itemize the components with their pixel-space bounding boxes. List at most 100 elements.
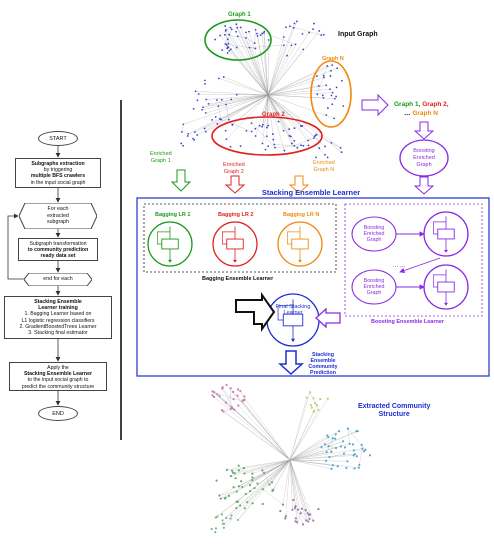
step3-title1: Stacking Ensemble	[34, 299, 82, 305]
extracted-community-label: Extracted Community Structure	[358, 403, 430, 419]
community-3-nodes	[320, 427, 372, 470]
boost-ellipse2-label: Boosting Enriched Graph	[357, 278, 391, 296]
step4-line1: Apply the	[47, 365, 69, 371]
graph-list-2: Graph 2,	[422, 101, 449, 108]
community-4-nodes	[215, 464, 275, 510]
to-prediction-arrow	[278, 350, 304, 376]
subgraph-extraction-step: Subgraphs extraction by triggering multi…	[15, 158, 101, 188]
input-graph-label: Input Graph	[338, 31, 378, 38]
stacking-ensemble-box	[136, 197, 490, 377]
boosting-learner-label: Boosting Ensemble Learner	[371, 319, 445, 325]
step1-line2: by triggering	[43, 167, 73, 174]
prediction-label: Stacking Ensemble Community Prediction	[303, 352, 343, 376]
step3-item1: 1. Bagging Learner based on	[24, 311, 92, 318]
enriched1-line2: Graph 1	[150, 158, 171, 164]
step4-line2: Stacking Ensemble Learner	[23, 371, 93, 378]
enriched2-arrow	[224, 175, 246, 194]
boosting-enriched-ellipse	[399, 139, 449, 177]
prediction-line3: Community	[308, 364, 338, 370]
stacking-title: Stacking Ensemble Learner	[261, 188, 361, 197]
graph-list-1: Graph 1,	[394, 101, 421, 108]
end-for-hexagon: end for each	[24, 273, 92, 286]
boost2-line2: Enriched	[363, 284, 385, 290]
boosting-to-final-arrow	[315, 307, 341, 329]
apply-learner-step: Apply the Stacking Ensemble Learner to t…	[9, 362, 107, 391]
enriched-graphN-label: Enriched Graph N	[313, 160, 335, 174]
loop-line1: For each	[47, 206, 69, 212]
boost1-line2: Enriched	[363, 231, 385, 237]
step4-line3: to the input social graph to	[27, 377, 89, 384]
enrichedN-line2: Graph N	[313, 167, 335, 173]
graph-list: Graph 1, Graph 2,	[394, 101, 449, 108]
extracted-line1: Extracted Community	[358, 403, 431, 410]
input-graph-network	[180, 20, 345, 159]
boost-ellipse1-label: Boosting Enriched Graph	[357, 225, 391, 243]
extracted-line2: Structure	[378, 411, 410, 418]
community-6-nodes	[210, 513, 239, 534]
step2-line3: ready data set	[40, 253, 76, 260]
boosting-graph-down-arrow-1	[413, 121, 435, 140]
final-line2: Learner	[283, 310, 303, 317]
graph2-label: Graph 2	[262, 112, 285, 118]
prediction-line2: Ensemble	[310, 358, 336, 364]
community-2-nodes	[305, 391, 329, 413]
bagging-learner-label: Bagging Ensemble Learner	[202, 276, 274, 282]
graph-list-n: Graph N	[412, 110, 438, 117]
step3-title2: Learner training	[38, 305, 78, 312]
step1-line3: multiple BFS crawlers	[30, 173, 86, 180]
boosting-enriched-graph-label: Boosting Enriched Graph	[406, 148, 442, 169]
final-stacking-circle	[266, 293, 320, 347]
boosting-dashed-box	[344, 203, 483, 317]
enriched1-line1: Enriched	[150, 151, 172, 157]
boost2-line3: Graph	[366, 290, 382, 296]
final-line1: Final Stacking	[275, 304, 311, 310]
flowchart-connectors	[7, 146, 61, 406]
to-graph-list-arrow	[361, 93, 389, 117]
start-terminal: START	[38, 131, 78, 146]
graph-list-dots: …	[404, 110, 411, 117]
enriched-graph2-label: Enriched Graph 2	[223, 162, 245, 176]
step1-title: Subgraphs extraction	[31, 161, 85, 167]
community-1-nodes	[211, 383, 246, 413]
step1-line4: in the input social graph	[30, 179, 86, 186]
boosting-graph-down-arrow-2	[413, 176, 435, 195]
step3-item3: 3. Stacking final estimator	[28, 330, 88, 337]
enriched-graph1-label: Enriched Graph 1	[150, 151, 172, 165]
bagging-lr1-circle	[147, 221, 193, 267]
input-graph-edges	[181, 21, 342, 155]
loop-line2: extracted	[47, 212, 69, 219]
graphN-label: Graph N	[322, 56, 344, 62]
end-terminal: END	[38, 406, 78, 421]
graphN-ellipse	[310, 60, 352, 128]
bagging-lr1-label: Bagging LR 1	[155, 212, 191, 218]
enrichedN-arrow	[288, 175, 310, 194]
boosting-enriched-line2: Enriched	[413, 155, 435, 161]
enriched1-arrow	[170, 169, 192, 192]
step2-line2: to community prediction	[27, 247, 89, 254]
enrichedN-line1: Enriched	[313, 160, 335, 166]
final-stacking-label: Final Stacking Learner	[271, 304, 315, 317]
extracted-community-network	[210, 383, 372, 534]
boosting-learner-circle-2	[423, 264, 469, 310]
enriched2-line1: Enriched	[223, 162, 245, 168]
prediction-line1: Stacking	[311, 352, 335, 358]
bagging-lr2-label: Bagging LR 2	[218, 212, 254, 218]
boost1-line1: Boosting	[363, 225, 385, 231]
bagging-lr2-circle	[212, 221, 258, 267]
end-for-label: end for each	[43, 276, 73, 282]
bagging-dashed-box	[143, 203, 337, 273]
boost1-line3: Graph	[366, 237, 382, 243]
boosting-dots: ……	[392, 262, 406, 269]
boosting-enriched-line3: Graph	[416, 162, 432, 168]
graph1-label: Graph 1	[228, 12, 251, 18]
enriched2-line2: Graph 2	[223, 169, 244, 175]
step3-item2: 2. GradientBoostedTrees Learner	[19, 323, 97, 330]
community-5-nodes	[279, 498, 320, 526]
input-graph-nodes	[180, 20, 345, 159]
boosting-learner-circle-1	[423, 211, 469, 257]
graph2-ellipse	[211, 116, 323, 156]
step4-line4: predict the community structure	[21, 383, 95, 390]
stacking-training-step: Stacking Ensemble Learner training 1. Ba…	[4, 296, 112, 339]
step2-line1: Subgraph transformation	[29, 241, 87, 247]
